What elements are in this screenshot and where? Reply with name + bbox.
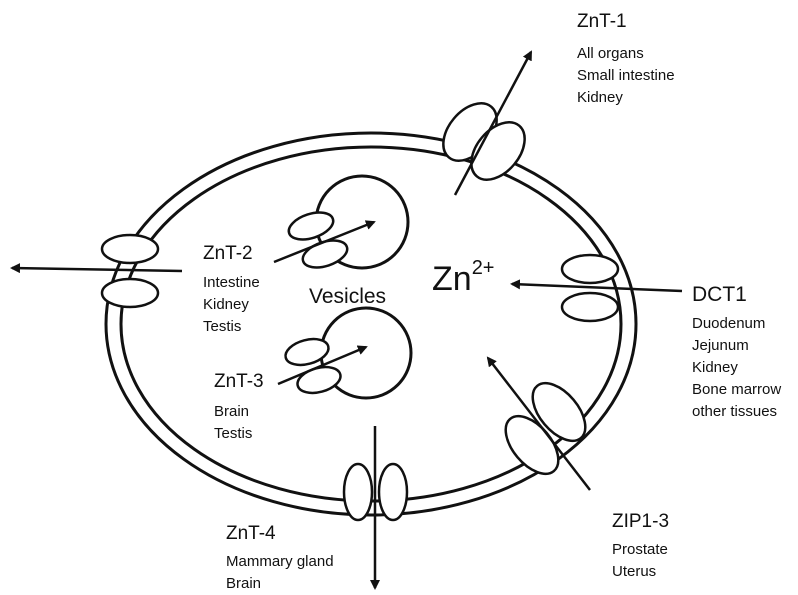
znt3-title: ZnT-3	[214, 372, 264, 391]
znt-left-efflux-arrow	[12, 268, 182, 271]
dct1-channel-a	[562, 255, 618, 283]
zip13-title: ZIP1-3	[612, 512, 669, 531]
znt-left-channel-a	[102, 235, 158, 263]
znt4-tissue-1: Mammary gland	[226, 551, 334, 573]
dct1-tissue-5: other tissues	[692, 401, 777, 423]
znt3-tissue-1: Brain	[214, 401, 249, 423]
znt2-title: ZnT-2	[203, 244, 253, 263]
zip13-tissue-2: Uterus	[612, 561, 656, 583]
znt2-tissue-1: Intestine	[203, 272, 260, 294]
znt4-channel-b	[379, 464, 407, 520]
znt4-channel-a	[344, 464, 372, 520]
vesicles-label: Vesicles	[309, 286, 386, 307]
zinc-ion-label: Zn2+	[432, 262, 495, 296]
znt3-tissue-2: Testis	[214, 423, 252, 445]
znt1-tissue-2: Small intestine	[577, 65, 675, 87]
dct1-tissue-2: Jejunum	[692, 335, 749, 357]
zinc-ion-symbol: Zn	[432, 260, 472, 298]
znt4-tissue-2: Brain	[226, 573, 261, 595]
znt2-tissue-2: Kidney	[203, 294, 249, 316]
dct1-tissue-3: Kidney	[692, 357, 738, 379]
dct1-influx-arrow	[512, 284, 682, 291]
znt2-tissue-3: Testis	[203, 316, 241, 338]
zinc-ion-charge: 2+	[472, 257, 495, 279]
dct1-title: DCT1	[692, 284, 747, 305]
znt1-tissue-1: All organs	[577, 43, 644, 65]
znt1-tissue-3: Kidney	[577, 87, 623, 109]
zip13-tissue-1: Prostate	[612, 539, 668, 561]
znt1-title: ZnT-1	[577, 12, 627, 31]
dct1-tissue-1: Duodenum	[692, 313, 765, 335]
znt4-title: ZnT-4	[226, 524, 276, 543]
dct1-tissue-4: Bone marrow	[692, 379, 781, 401]
dct1-channel-b	[562, 293, 618, 321]
znt-left-channel-b	[102, 279, 158, 307]
